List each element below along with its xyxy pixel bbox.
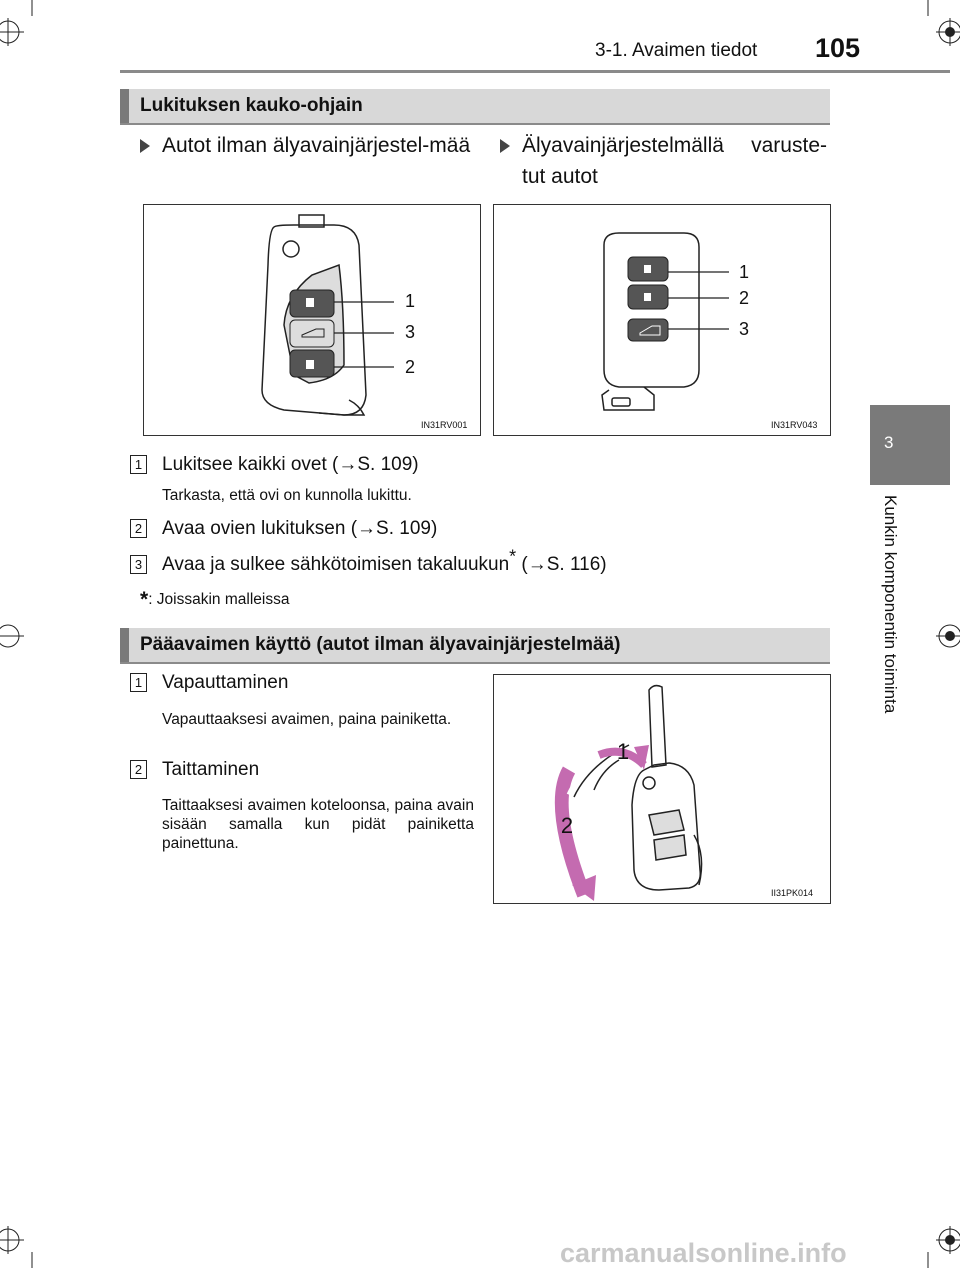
chapter-number: 3 [884,433,894,452]
callout-3: 3 [734,319,754,339]
col-heading-left: Autot ilman älyavainjärjestel-mää [162,134,471,157]
footnote: *: Joissakin malleissa [140,588,290,611]
figure-master-key: 1 2 II31PK014 [493,674,831,904]
callout-2: 2 [560,813,574,838]
item-text: Avaa ja sulkee sähkötoimisen takaluukun*… [162,546,607,575]
section-title-text: Pääavaimen käyttö (autot ilman älyavainj… [140,634,621,655]
smart-key-illustration [601,232,729,411]
header-rule [120,70,950,73]
callout-1: 1 [734,262,754,282]
figure-smart-key: 1 2 3 IN31RV043 [493,204,831,436]
item-text: Vapauttaminen [162,672,289,693]
item-number: 2 [130,760,147,779]
chapter-tab: 3 [870,405,950,485]
watermark: carmanualsonline.info [560,1238,847,1268]
item-text: Taittaminen [162,759,260,780]
section-title-text: Lukituksen kauko-ohjain [140,95,363,116]
callout-1: 1 [616,739,630,764]
callout-2: 2 [734,288,754,308]
bullet-triangle-icon [500,139,510,153]
section-title-master-key: Pääavaimen käyttö (autot ilman älyavainj… [120,628,830,664]
callout-1: 1 [400,291,420,311]
bullet-triangle-icon [140,139,150,153]
master-key-illustration [554,684,703,901]
figure-code: II31PK014 [771,888,814,898]
item-subtext: Taittaaksesi avaimen koteloonsa, paina a… [162,797,474,852]
item-number: 1 [130,455,147,474]
item-text: Avaa ovien lukituksen (→S. 109) [162,518,438,539]
item-text: Lukitsee kaikki ovet (→S. 109) [162,454,419,475]
callout-2: 2 [400,357,420,377]
chapter-title: Kunkin komponentin toiminta [881,495,900,714]
figure-code: IN31RV043 [771,420,818,430]
section-title-remote: Lukituksen kauko-ohjain [120,89,830,125]
item-subtext: Vapauttaaksesi avaimen, paina painiketta… [162,711,452,728]
figure-remote-key: 1 3 2 IN31RV001 [143,204,481,436]
item-subtext: Tarkasta, että ovi on kunnolla lukittu. [162,487,412,504]
callout-3: 3 [400,322,420,342]
item-number: 3 [130,555,147,574]
col-heading-right: Älyavainjärjestelmällä varuste-tut autot [522,134,827,188]
remote-key-illustration [261,214,394,416]
chapter-side-label: Kunkin komponentin toiminta [880,495,900,745]
item-number: 1 [130,673,147,692]
footnote-star: * [509,546,517,567]
item-number: 2 [130,519,147,538]
header-section-title: 3-1. Avaimen tiedot [595,40,758,61]
page-number: 105 [815,33,861,63]
figure-code: IN31RV001 [421,420,468,430]
